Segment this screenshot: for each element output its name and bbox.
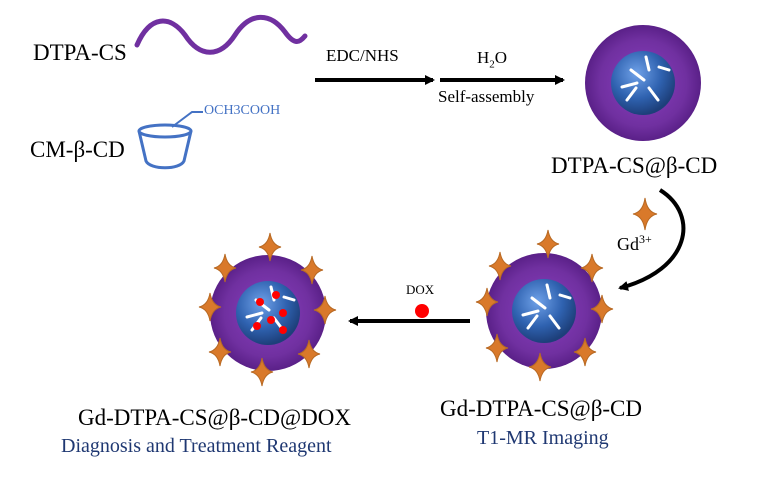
label-h2o-tail: O — [494, 48, 508, 67]
cyclodextrin-cup-icon — [137, 111, 203, 170]
label-cm-cd: CM-β-CD — [30, 137, 125, 162]
arrow-gd-curved — [618, 188, 686, 291]
label-h2o-base: H — [477, 48, 490, 67]
label-self-assembly: Self-assembly — [438, 87, 535, 106]
nanoparticle-gd-dtpa-cs-cd — [475, 229, 614, 382]
label-product1: DTPA-CS@β-CD — [551, 153, 718, 178]
label-edc-nhs: EDC/NHS — [326, 46, 399, 65]
label-dox: DOX — [406, 282, 435, 297]
label-product2: Gd-DTPA-CS@β-CD — [440, 396, 643, 421]
nanoparticle-dtpa-cs-cd — [585, 25, 701, 141]
label-product3-use: Diagnosis and Treatment Reagent — [61, 435, 332, 457]
label-gd-ion: Gd3+ — [617, 232, 652, 255]
label-cd-substituent: OCH3COOH — [204, 103, 281, 118]
label-h2o: H2O — [477, 48, 507, 70]
dox-molecule-icon — [415, 304, 429, 318]
dtpa-cs-chain-icon — [134, 14, 308, 55]
label-gd-base: Gd — [617, 234, 639, 254]
nanoparticle-gd-dtpa-cs-cd-dox — [198, 232, 337, 387]
label-h2o-sub: 2 — [489, 58, 495, 71]
label-product3: Gd-DTPA-CS@β-CD@DOX — [78, 405, 352, 430]
gd-star-icon — [632, 197, 658, 231]
label-dtpa-cs: DTPA-CS — [33, 40, 127, 65]
label-gd-sup: 3+ — [639, 232, 652, 246]
label-product2-use: T1-MR Imaging — [477, 427, 609, 449]
